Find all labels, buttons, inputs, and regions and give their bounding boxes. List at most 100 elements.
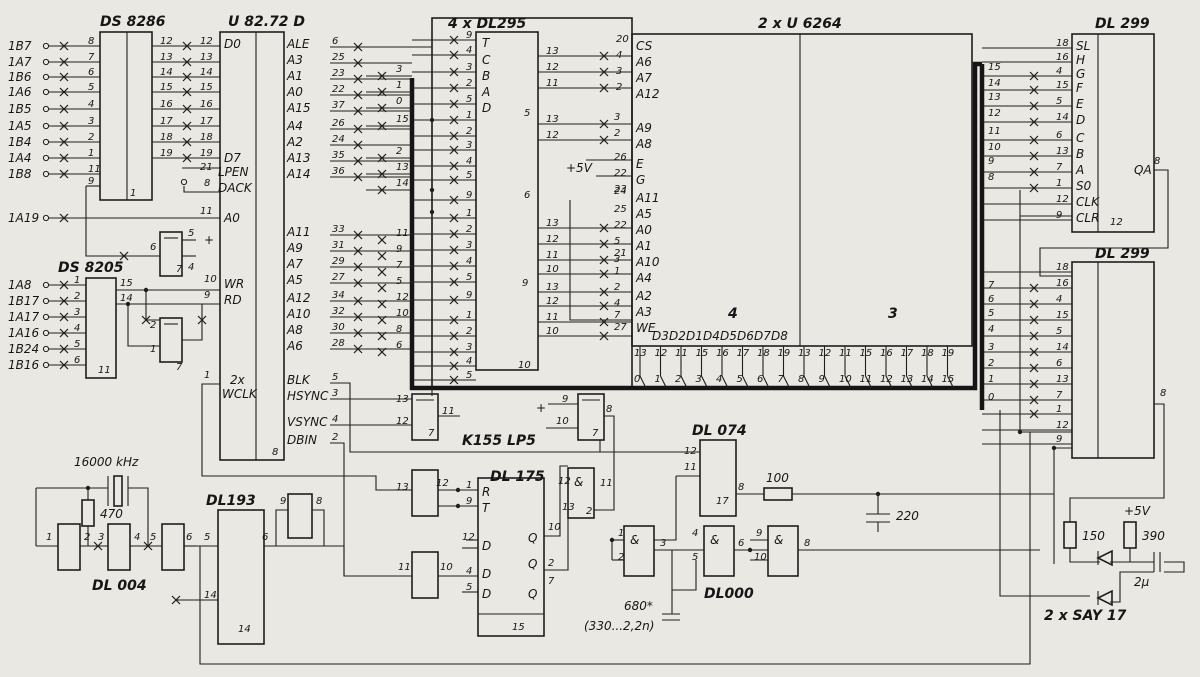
pin-number: 13 [798,348,811,359]
pin-number: 14 [160,67,173,78]
pin-number: 5 [150,532,156,543]
wire-cross-mark [119,251,129,261]
pin-number: 6 [88,67,94,78]
pin-number: 6 [757,374,763,385]
ram-signal: E [636,157,644,171]
wire-cross-mark [59,280,69,290]
pin-number: 9 [466,30,472,41]
u8272-right-signal: A6 [286,339,303,353]
pin-number: 3 [614,112,620,123]
wire-cross-mark [449,315,459,325]
pin-number: 13 [396,162,409,173]
pin-number: 12 [558,476,571,487]
pin-number: 8 [396,324,402,335]
wire-cross-mark [449,161,459,171]
wire-cross-mark [59,87,69,97]
pin-number: 15 [160,82,173,93]
pin-number: 24 [614,186,627,197]
pin-number: 31 [332,240,345,251]
wire [312,509,325,546]
wire-cross-mark [377,331,387,341]
wire [569,200,632,321]
pin-number: 14 [988,78,1001,89]
pin-number: 9 [522,278,528,289]
pin-number: 2 [614,128,620,139]
wire-cross-mark [599,119,609,129]
r100-value: 100 [766,471,789,485]
pin-number: 5 [692,552,698,563]
pin-number: 12 [988,108,1001,119]
wire-cross-mark [1029,409,1039,419]
dl299-bottom-ic: DL 299 [1071,246,1155,459]
dl295-signal: B [482,69,490,83]
dl299-signal: F [1076,81,1084,95]
terminal-circle [42,361,50,369]
terminal-circle [42,345,50,353]
wire-cross-mark [353,246,363,256]
pin-number: 5 [466,272,472,283]
c2u-value: 2µ [1134,575,1150,589]
resistor-390: 390 +5V [1123,504,1165,549]
pin-number: 25 [332,52,345,63]
pin-number: 10 [839,374,852,385]
pin-number: 1 [988,374,994,385]
wire-cross-mark [599,67,609,77]
pin-number: 0 [634,374,640,385]
wire-cross-mark [449,277,459,287]
pin-number: 5 [396,276,402,287]
dl299-signal: CLK [1076,195,1100,209]
wire-cross-mark [599,287,609,297]
pin-number: 15 [988,62,1001,73]
pin-number: 7 [88,52,95,63]
wire [199,432,1031,665]
junction-dot [455,503,461,509]
pin-number: 17 [737,348,750,359]
pin-number: 29 [332,256,345,267]
nand-gate-a [159,231,183,277]
pin-number: 6 [1056,130,1062,141]
pin-number: 9 [88,176,94,187]
pin-number: 8 [88,36,94,47]
pin-number: 7 [548,576,555,587]
wire-cross-mark [59,344,69,354]
pin-number: 34 [332,290,345,301]
pin-number: 6 [524,190,530,201]
pin-number: 17 [901,348,914,359]
pin-number: 4 [1056,294,1062,305]
u8272-right-signal: A14 [286,167,310,181]
crystal-frequency: 16000 kHz [74,455,139,469]
pin-number: 2 [466,326,472,337]
dl295-signal: C [482,53,491,67]
pin-number: 9 [466,496,472,507]
pin-number: 10 [556,416,569,427]
pin-number: 4 [466,45,472,56]
input-label: 1A16 [8,326,39,340]
dl193-feedback [287,493,313,539]
wire-cross-mark [1029,363,1039,373]
pin-number: 7 [1056,162,1063,173]
wire-cross-mark [449,213,459,223]
pin-number: 1 [1056,178,1062,189]
u8272-right-signal: BLK [287,373,311,387]
wire-cross-mark [1029,315,1039,325]
wire-cross-mark [59,312,69,322]
ds8205-inner-number: 11 [98,365,111,376]
pin-number: 2 [675,374,681,385]
pin-number: 6 [150,242,156,253]
pin-number: 16 [200,99,213,110]
pin-number: 33 [332,224,345,235]
pin-number: 16 [1056,52,1069,63]
wire [330,442,412,577]
ram-signal: A4 [635,271,652,285]
dl074-label: DL 074 [692,423,747,439]
terminal-circle [42,58,50,66]
pin-number: 37 [332,100,345,111]
pin-number: 5 [737,374,743,385]
pin-number: 17 [160,116,173,127]
pin-number: 6 [988,294,994,305]
wire-cross-mark [353,106,363,116]
pin-number: 26 [614,152,627,163]
pin-number: 2 [618,552,624,563]
pin-number: 2 [548,558,554,569]
pin-number: 35 [332,150,345,161]
